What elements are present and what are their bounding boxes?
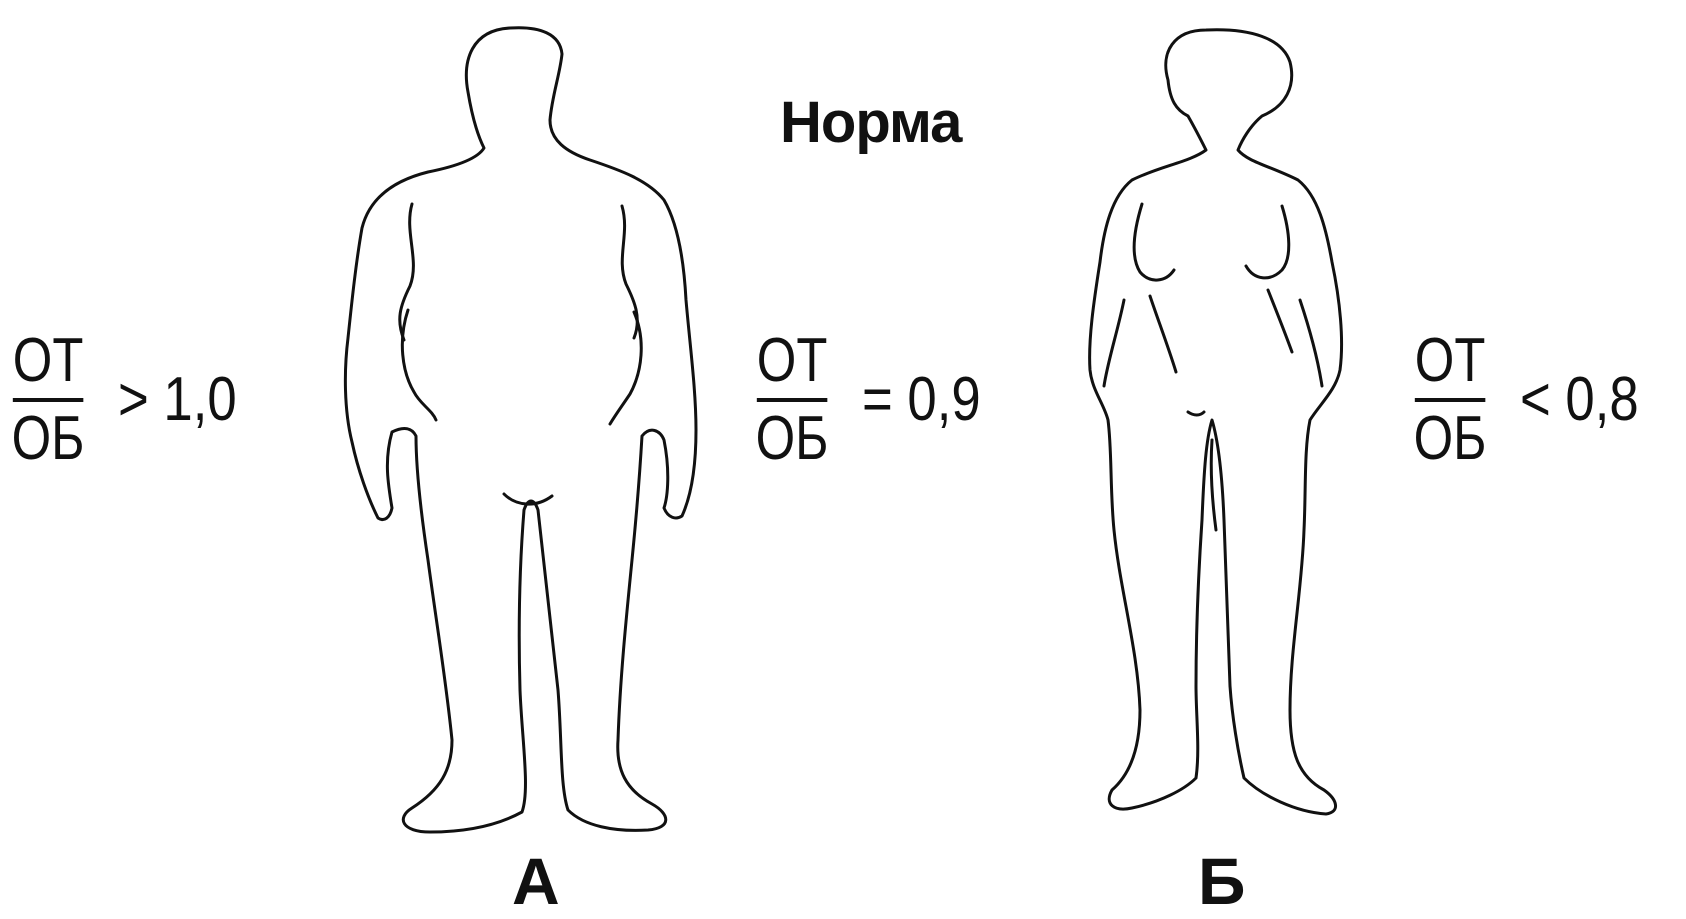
fraction-denominator: ОБ (12, 402, 85, 470)
male-silhouette-a (345, 28, 696, 832)
fraction-numerator: ОТ (13, 330, 84, 398)
fraction-numerator: ОТ (757, 330, 828, 398)
ratio-pear-b: ОТ ОБ < 0,8 (1414, 330, 1660, 470)
norm-label: Норма (780, 94, 961, 152)
fraction-numerator: ОТ (1415, 330, 1486, 398)
ratio-apple-a: ОТ ОБ > 1,0 (12, 330, 258, 470)
fraction-denominator: ОБ (1414, 402, 1487, 470)
waist-hip-fraction: ОТ ОБ (1414, 330, 1486, 470)
waist-hip-fraction: ОТ ОБ (756, 330, 828, 470)
figure-label-b: Б (1198, 848, 1245, 914)
ratio-relation: < 0,8 (1520, 369, 1639, 431)
fraction-denominator: ОБ (756, 402, 829, 470)
ratio-relation: = 0,9 (862, 369, 981, 431)
ratio-relation: > 1,0 (118, 369, 237, 431)
figure-label-a: А (512, 848, 560, 914)
ratio-norm: ОТ ОБ = 0,9 (756, 330, 1002, 470)
female-silhouette-b (1090, 30, 1342, 814)
waist-hip-fraction: ОТ ОБ (12, 330, 84, 470)
